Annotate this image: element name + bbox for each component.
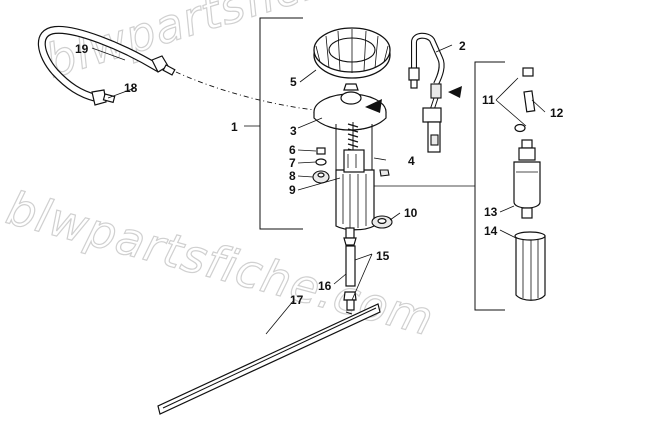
guide-plate	[157, 303, 381, 415]
callout-labels: 1 2 3 4 5 6 7 8 9 10 11 12 13 14 15 16 1…	[75, 39, 564, 307]
fuel-pump	[513, 139, 541, 219]
grommet	[312, 170, 330, 184]
hose-fitting-lower	[91, 89, 116, 106]
callout-4: 4	[408, 154, 415, 168]
hose-fitting-upper	[151, 55, 176, 76]
callout-14: 14	[484, 224, 498, 238]
bracket-assembly-1	[259, 17, 303, 230]
callout-2: 2	[459, 39, 466, 53]
hose-routing-line	[175, 71, 336, 113]
pump-housing	[335, 149, 375, 231]
callout-1: 1	[231, 120, 238, 134]
callout-9: 9	[289, 183, 296, 197]
fuel-line-fitting-upper	[522, 67, 536, 113]
callout-18: 18	[124, 81, 138, 95]
callout-3: 3	[290, 124, 297, 138]
callout-10: 10	[404, 206, 418, 220]
callout-11: 11	[482, 93, 495, 107]
callout-6: 6	[289, 143, 296, 157]
fuel-hose	[37, 25, 162, 102]
callout-16: 16	[318, 279, 332, 293]
wiring-harness	[408, 32, 462, 153]
pump-sleeve	[514, 231, 546, 301]
callout-5: 5	[290, 75, 297, 89]
callout-19: 19	[75, 42, 89, 56]
clamp	[316, 147, 326, 155]
pump-filter-screen	[371, 215, 393, 229]
leader-lines	[91, 44, 546, 335]
callout-12: 12	[550, 106, 564, 120]
callout-17: 17	[290, 293, 304, 307]
callout-7: 7	[289, 156, 296, 170]
bolt	[379, 169, 390, 177]
callout-8: 8	[289, 169, 296, 183]
pump-flange	[313, 83, 387, 131]
guide-pin	[343, 227, 357, 311]
fuel-line-clamp	[514, 123, 526, 133]
lock-ring	[313, 27, 391, 79]
callout-15: 15	[376, 249, 390, 263]
washer	[315, 158, 327, 166]
callout-13: 13	[484, 205, 498, 219]
